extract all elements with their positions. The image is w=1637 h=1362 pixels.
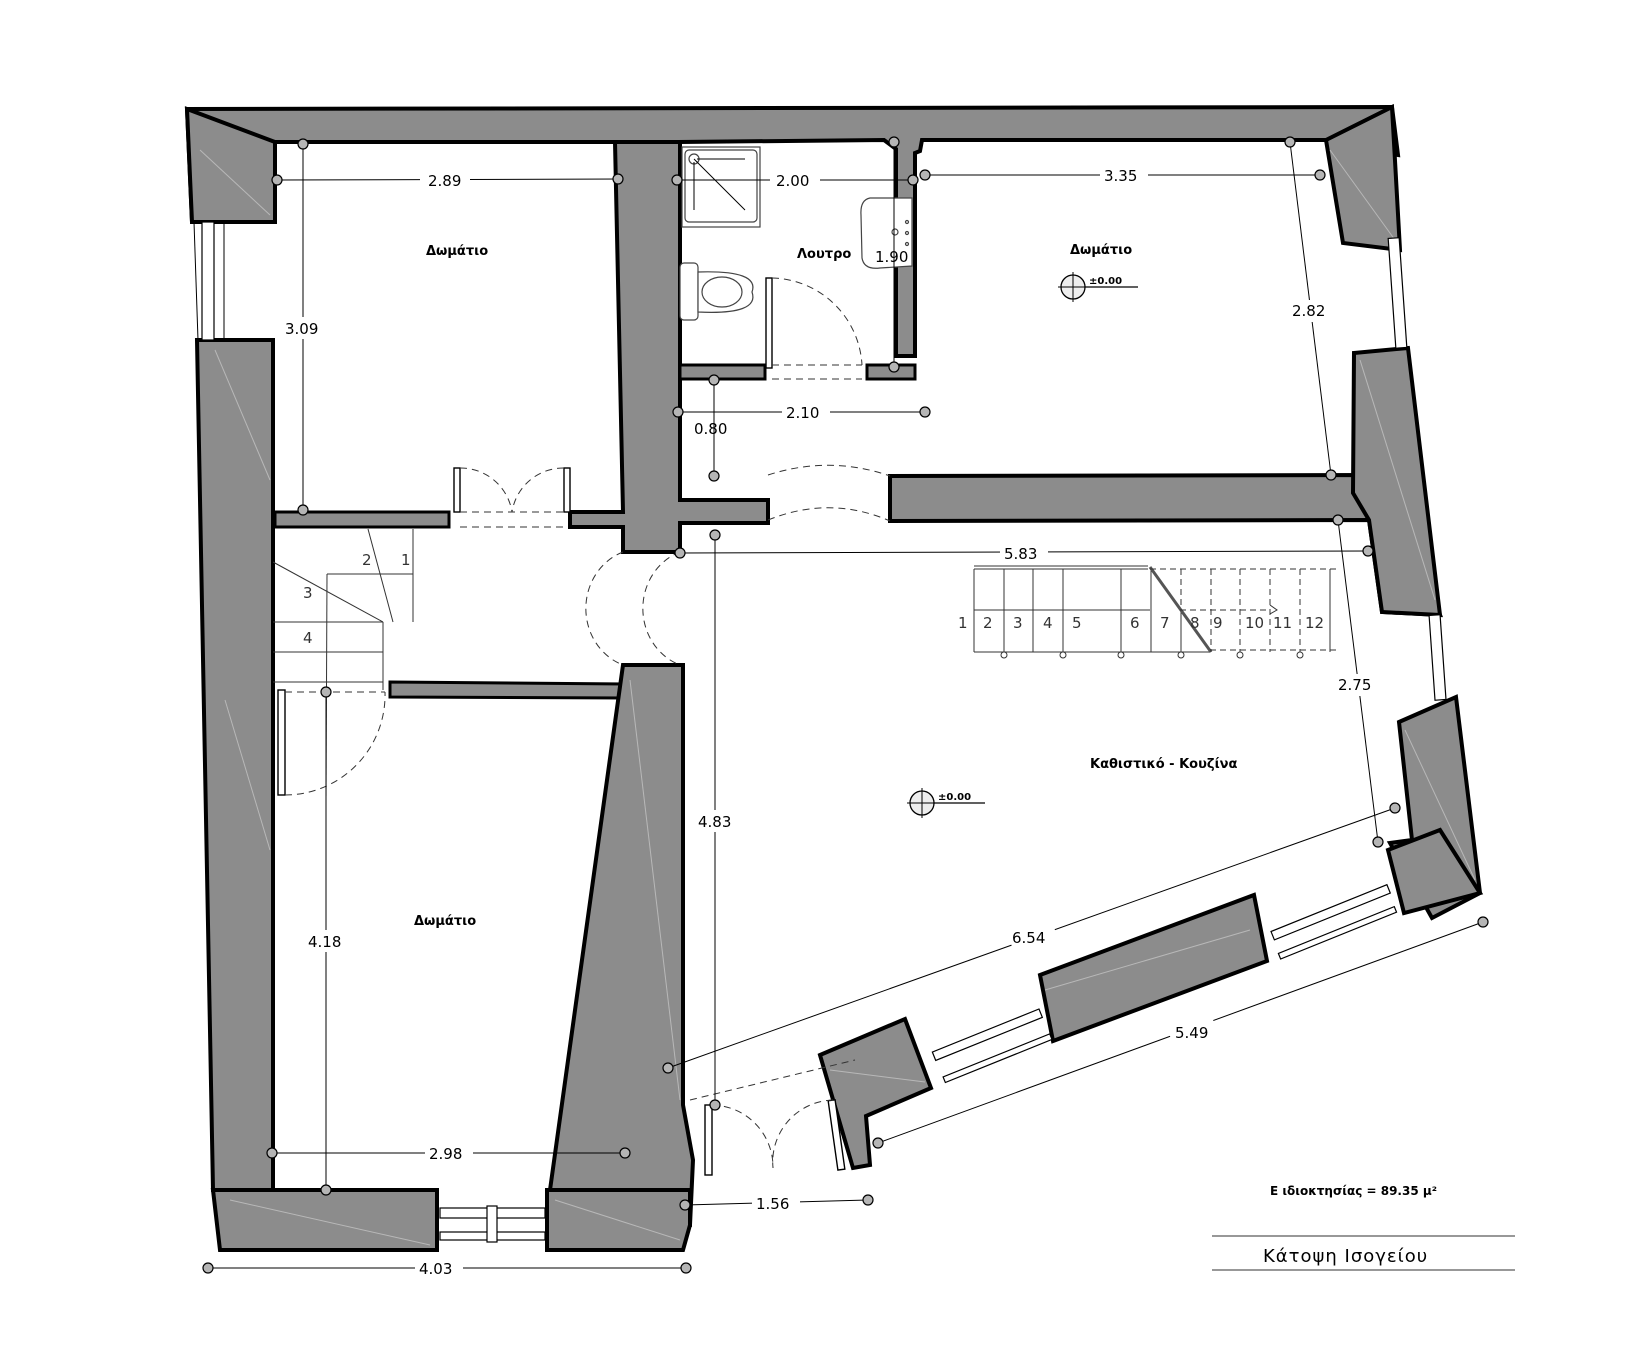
dim-entrance-width: 1.56: [756, 1195, 789, 1213]
small-stair-step-1: 1: [401, 551, 411, 569]
sink-icon: [860, 197, 913, 269]
dim-living-diagonal: 6.54: [1012, 929, 1045, 947]
room-label-bedroom-3: Δωμάτιο: [414, 914, 476, 929]
wall-right-mid: [1350, 345, 1443, 618]
windows: [193, 221, 1447, 1243]
property-area-label: Ε ιδιοκτησίας = 89.35 μ²: [1270, 1184, 1437, 1198]
shower-tray-icon: [681, 146, 761, 228]
room-label-bedroom-1: Δωμάτιο: [426, 244, 488, 259]
stair-step-10: 10: [1245, 614, 1264, 632]
level-marker-living: ±0.00: [907, 788, 985, 818]
door-room1: [453, 467, 571, 528]
dim-hall-depth: 0.80: [694, 420, 727, 438]
dim-room1-width: 2.89: [428, 172, 461, 190]
dim-room5-height: 4.18: [308, 933, 341, 951]
wall-left-upper: [184, 106, 277, 224]
dim-room3-width: 3.35: [1104, 167, 1137, 185]
wall-facade-pier-1: [817, 1016, 934, 1171]
stair-step-11: 11: [1273, 614, 1292, 632]
wall-center-lower: [547, 663, 696, 1227]
level-marker-bedroom-2: ±0.00: [1058, 272, 1138, 302]
wall-left-lower: [194, 338, 275, 1192]
door-living-top: [767, 464, 891, 522]
stair-step-7: 7: [1160, 614, 1170, 632]
dimension-labels: 2.89 3.09 2.00 1.90 2.10 0.80 3.35 2.82 …: [282, 165, 1381, 1278]
stair-step-9: 9: [1213, 614, 1223, 632]
dim-room3-height: 2.82: [1292, 302, 1325, 320]
wall-facade-pier-3: [1385, 827, 1484, 916]
door-room5: [277, 689, 386, 796]
window-facade-2: [1270, 883, 1398, 960]
main-staircase: 1 2 3 4 5 6 7 8 9 10 11 12: [958, 565, 1340, 659]
dim-overall-width: 4.03: [419, 1260, 452, 1278]
window-right-upper: [1387, 237, 1408, 349]
window-facade-1: [931, 1008, 1053, 1084]
level-value: ±0.00: [938, 792, 971, 803]
room-label-living-kitchen: Καθιστικό - Κουζίνα: [1090, 757, 1237, 772]
window-right-mid: [1428, 614, 1447, 701]
stair-step-12: 12: [1305, 614, 1324, 632]
stair-step-6: 6: [1130, 614, 1140, 632]
small-stair-step-2: 2: [362, 551, 372, 569]
wall-top: [184, 104, 1401, 367]
room-label-bathroom: Λουτρο: [797, 247, 851, 262]
room-labels: Δωμάτιο Λουτρο Δωμάτιο Καθιστικό - Κουζί…: [414, 243, 1237, 929]
wall-facade-pier-2: [1037, 892, 1270, 1044]
toilet-icon: [679, 262, 754, 321]
dim-living-right: 2.75: [1338, 676, 1371, 694]
window-left: [193, 221, 225, 341]
stair-step-3: 3: [1013, 614, 1023, 632]
dim-room5-width: 2.98: [429, 1145, 462, 1163]
dim-living-width: 5.83: [1004, 545, 1037, 563]
dim-living-height: 4.83: [698, 813, 731, 831]
window-bottom: [439, 1205, 546, 1243]
stair-step-8: 8: [1190, 614, 1200, 632]
dim-room1-height: 3.09: [285, 320, 318, 338]
stair-step-5: 5: [1072, 614, 1082, 632]
level-value: ±0.00: [1089, 276, 1122, 287]
small-stair-step-4: 4: [303, 629, 313, 647]
small-staircase: 2 1 3 4: [272, 528, 414, 801]
stair-step-4: 4: [1043, 614, 1053, 632]
small-stair-step-3: 3: [303, 584, 313, 602]
room-label-bedroom-2: Δωμάτιο: [1070, 243, 1132, 258]
door-bath: [765, 277, 863, 380]
dim-bath-width: 2.00: [776, 172, 809, 190]
stair-step-1: 1: [958, 614, 968, 632]
dim-hall-width: 2.10: [786, 404, 819, 422]
wall-hatching: [199, 149, 1476, 1246]
stair-step-2: 2: [983, 614, 993, 632]
wall-room1-bottom: [273, 510, 451, 529]
bath-fixtures: [679, 146, 913, 321]
walls: [184, 103, 1484, 1252]
door-entrance: [689, 1059, 856, 1176]
door-hall-living: [585, 551, 681, 666]
dim-bath-height: 1.90: [875, 248, 908, 266]
wall-bottom-left: [210, 1188, 439, 1252]
drawing-title: Κάτοψη Ισογείου: [1263, 1246, 1428, 1267]
wall-bath-bottom: [678, 363, 767, 381]
wall-hall-lower: [388, 680, 627, 700]
dim-facade-diagonal: 5.49: [1175, 1024, 1208, 1042]
doors: [277, 277, 891, 1176]
